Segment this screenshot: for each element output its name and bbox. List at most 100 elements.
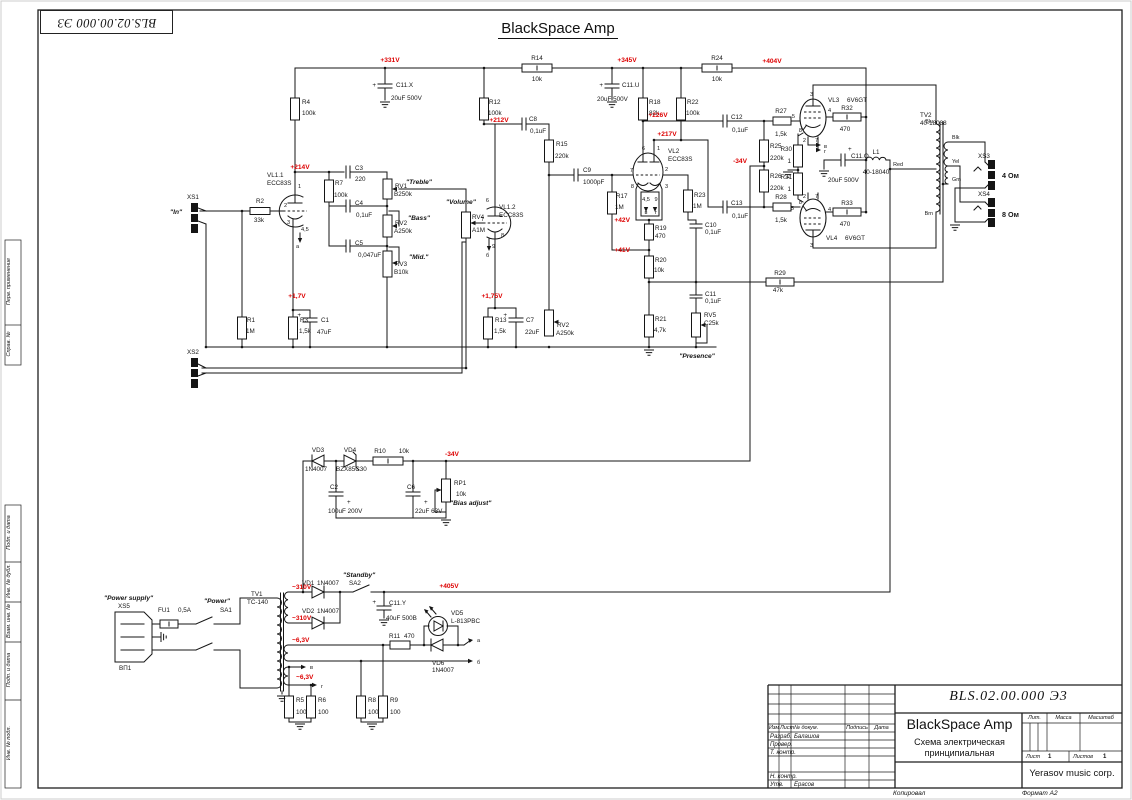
schematic-label: R12 [489,99,501,106]
schematic-label: 5 [791,206,794,212]
product-name: BlackSpace Amp [906,716,1013,732]
schematic-label: C9 [583,167,592,174]
margin-label: Взам. инв. № [6,603,12,639]
schematic-label: C11.Y [389,600,407,607]
schematic-label: R31 [780,174,792,181]
schematic-label: C4 [355,200,364,207]
schematic-label: 2 [803,194,806,200]
schematic-label: XS3 [978,153,990,160]
tb-sheets-label: Листов [1073,753,1094,760]
schematic-label: 2 [803,138,806,144]
schematic-label: 47uF [317,329,332,336]
schematic-label: C11.O [851,153,869,160]
margin-label: Перв. применение [6,257,12,306]
schematic-label: C10 [705,222,717,229]
schematic-label: R33 [841,200,853,207]
schematic-label: в [645,210,648,216]
schematic-label: 220k [555,153,570,160]
schematic-label: C13 [731,200,743,207]
margin-label: Справ. № [6,331,12,357]
schematic-label: 0,1uF [705,229,721,236]
tb-col: Изм [769,725,780,731]
schematic-label: R15 [556,141,568,148]
tube-vl1-1 [278,194,304,228]
corner-stamp-text: BLS.02.00.000 Э3 [56,15,157,30]
schematic-label: R2 [256,198,265,205]
schematic-label: 20uF 500V [597,96,629,103]
schematic-label: ECC83S [267,180,292,187]
schematic-label: L-813PBC [451,618,481,625]
schematic-label: VL3 [828,97,840,104]
margin-label: Подп. и дата [6,515,12,550]
schematic-label: R4 [302,99,311,106]
schematic-label: R24 [711,55,723,62]
schematic-label: 1M [615,204,624,211]
margin-label: Подп. и дата [6,652,12,688]
schematic-label: а [477,638,481,644]
schematic-label: 1M [246,328,255,335]
tube-vl1-2 [486,206,512,240]
schematic-label: + [848,146,852,153]
footer-copied: Копировал [893,790,926,797]
schematic-label: SA2 [349,580,361,587]
schematic-label: XS5 [118,603,130,610]
schematic-label: R22 [687,99,699,106]
schematic-label: 7 [815,194,818,200]
tb-col: № докум. [794,725,819,731]
tb-row-role: Н. контр. [770,773,798,780]
schematic-label: + [372,82,376,89]
schematic-label: 1,5k [299,328,312,335]
doc-type-line1: Схема электрическая [914,737,1005,747]
schematic-label: г [321,684,323,690]
schematic-label: 40uF 500B [386,615,417,622]
tb-row-role: Т. контр. [770,749,796,756]
schematic-label: C5 [355,240,364,247]
tb-mass: Масса [1055,715,1072,721]
resistors [159,63,862,719]
schematic-label: ТС-140 [247,599,268,606]
schematic-label: 3 [287,220,290,226]
schematic-label: R1 [247,317,256,324]
schematic-label: VD6 [432,660,445,667]
schematic-label: R8 [368,697,377,704]
schematic-label: 7 [481,217,484,223]
junction-dots [204,66,945,687]
schematic-label: R27 [775,108,787,115]
schematic-label: C11.U [622,82,640,89]
schematic-label: 8 [631,184,634,190]
schematic-label: 220k [770,185,785,192]
footer-format: Формат А2 [1022,790,1058,797]
schematic-label: RV2 [557,322,570,329]
schematic-label: 8 [799,128,802,134]
schematic-label: FU1 [158,607,170,614]
tb-row-role: Разраб. [770,733,792,740]
schematic-label: +405V [439,583,459,590]
schematic-label: 100k [334,192,349,199]
schematic-label: 220k [770,155,785,162]
schematic-label: R3 [300,317,309,324]
schematic-label: R14 [531,55,543,62]
schematic-label: "Power supply" [104,595,154,602]
schematic-label: 3 [665,184,668,190]
schematic-label: R13 [495,317,507,324]
sheet-title: BlackSpace Amp [498,20,618,39]
schematic-label: 2 [665,167,668,173]
schematic-label: RV5 [704,312,717,319]
schematic-label: в [310,665,313,671]
schematic-label: RP1 [454,480,467,487]
schematic-label: VD1 [302,580,315,587]
schematic-label: ~310V [292,584,312,591]
schematic-label: "Volume" [446,199,477,206]
schematic-label: C3 [355,165,364,172]
jacks [114,160,995,663]
schematic-label: 1M [693,203,702,210]
schematic-label: 47k [773,287,784,294]
schematic-label: + [347,499,351,506]
tb-sheet: 1 [1048,753,1052,760]
schematic-label: 1N4007 [305,466,328,473]
schematic-label: +212V [489,117,509,124]
schematic-label: 100uF 200V [328,508,363,515]
schematic-label: 0,047uF [358,252,381,259]
